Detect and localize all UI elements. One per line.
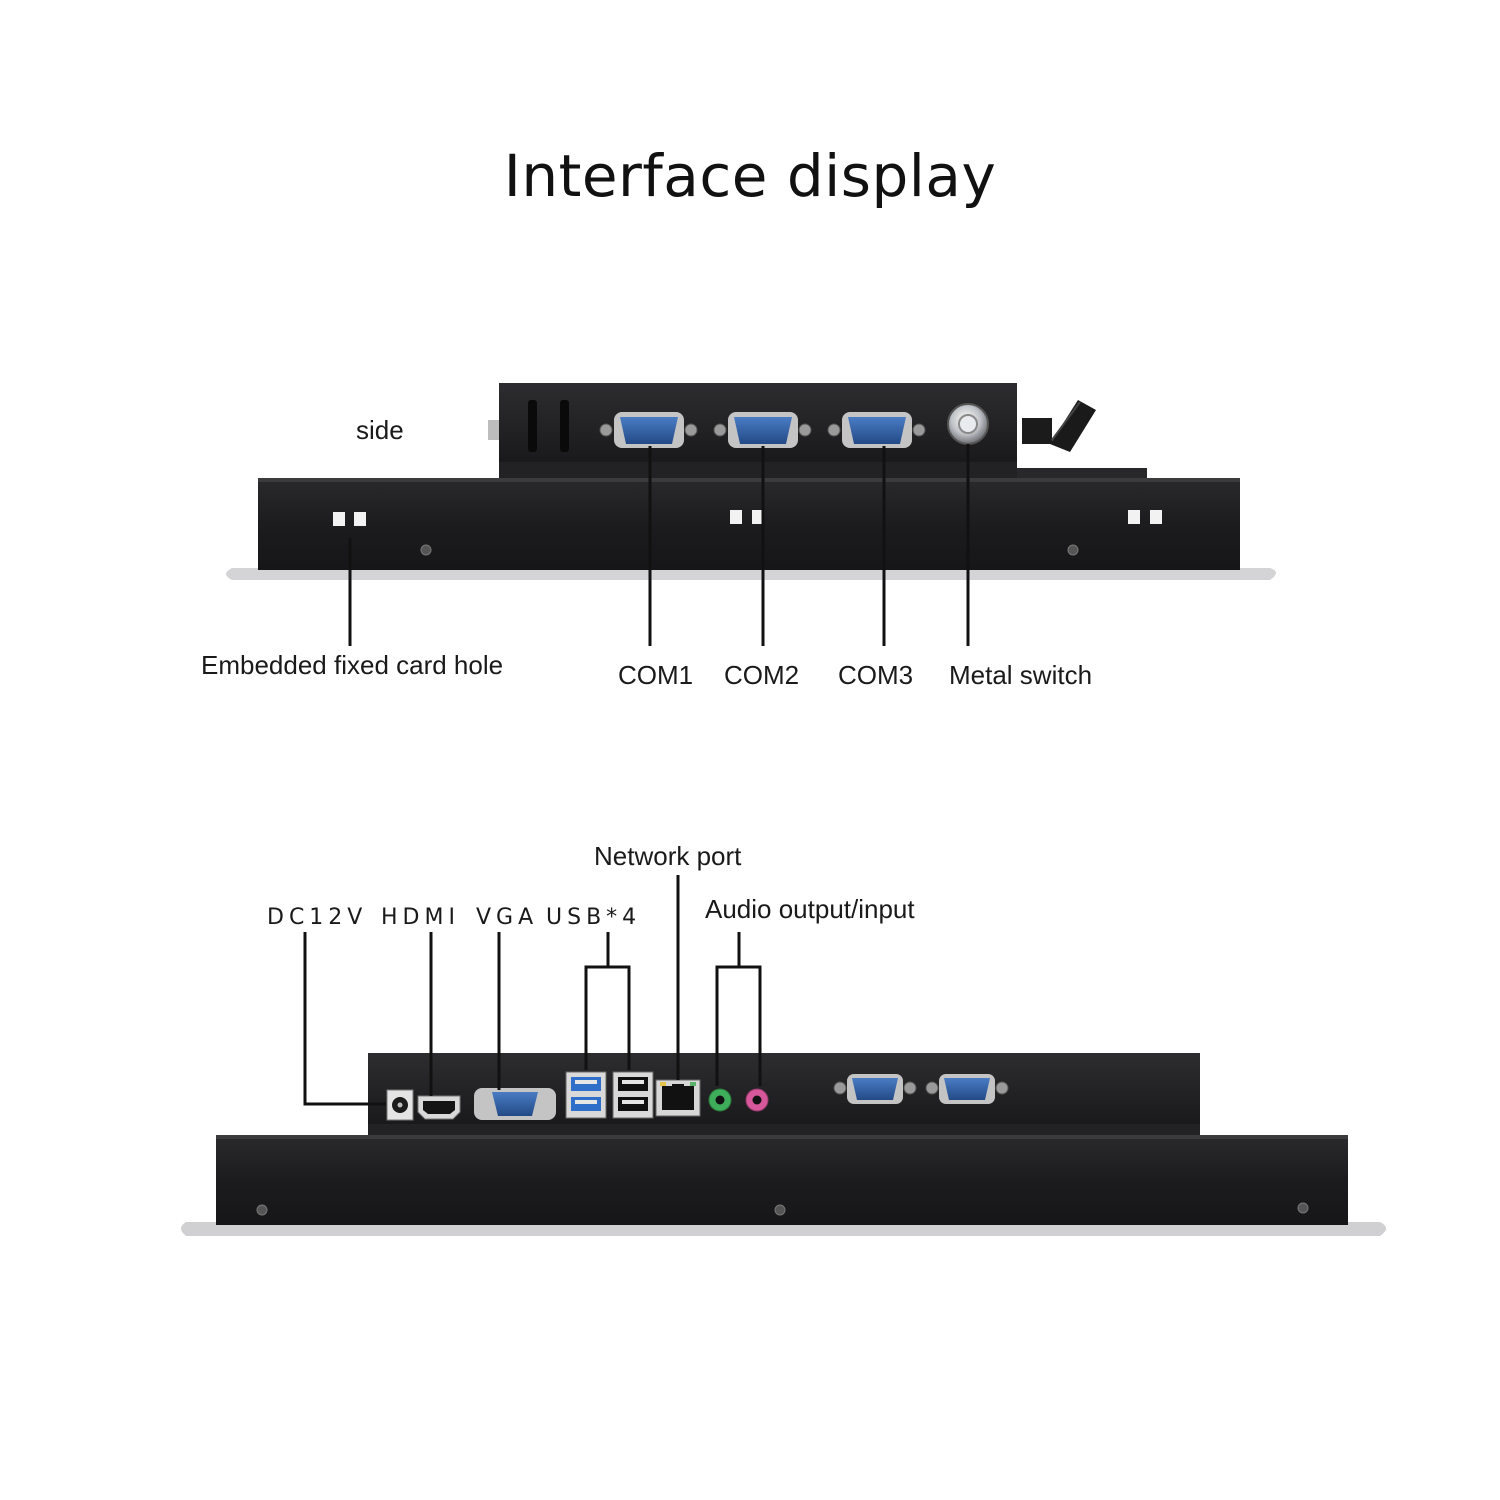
lower-chassis <box>258 478 1240 570</box>
label-dc12v: DC12V <box>267 905 367 930</box>
audio-in-jack <box>745 1088 769 1112</box>
vent-slot <box>528 400 537 452</box>
label-com1: COM1 <box>618 660 693 690</box>
leader-dc <box>303 932 386 1106</box>
side-view: side <box>201 383 1276 690</box>
hdmi-port <box>417 1095 461 1120</box>
card-hole-center <box>730 510 764 524</box>
bezel-edge <box>181 1222 1386 1236</box>
screw-icon <box>1067 544 1079 556</box>
com3-port <box>827 412 926 448</box>
label-metal-switch: Metal switch <box>949 660 1092 690</box>
audio-out-jack <box>708 1088 732 1112</box>
bottom-view: DC12V HDMI VGA USB*4 Network port Audio … <box>181 841 1386 1236</box>
vga-port <box>474 1088 556 1120</box>
card-hole-left <box>333 512 366 526</box>
screw-icon <box>1297 1202 1309 1214</box>
card-hole-right <box>1128 510 1162 524</box>
antenna-icon <box>1022 400 1096 452</box>
bezel-edge <box>226 568 1276 580</box>
screw-icon <box>256 1204 268 1216</box>
usb-ports <box>565 1071 654 1119</box>
label-usb: USB*4 <box>546 905 641 930</box>
screw-icon <box>420 544 432 556</box>
page-title: Interface display <box>503 142 997 210</box>
serial-port <box>833 1074 917 1104</box>
label-com2: COM2 <box>724 660 799 690</box>
network-port <box>655 1079 701 1117</box>
dc-jack <box>386 1089 414 1121</box>
label-audio: Audio output/input <box>705 894 915 924</box>
label-hdmi: HDMI <box>381 905 460 930</box>
metal-switch-icon <box>947 403 989 445</box>
screw-icon <box>774 1204 786 1216</box>
label-network-port: Network port <box>594 841 742 871</box>
serial-port <box>925 1074 1009 1104</box>
vent-slot <box>560 400 569 452</box>
label-vga: VGA <box>476 905 538 930</box>
label-com3: COM3 <box>838 660 913 690</box>
com2-port <box>713 412 812 448</box>
label-card-hole: Embedded fixed card hole <box>201 650 503 680</box>
com1-port <box>599 412 698 448</box>
side-heading: side <box>356 415 404 445</box>
